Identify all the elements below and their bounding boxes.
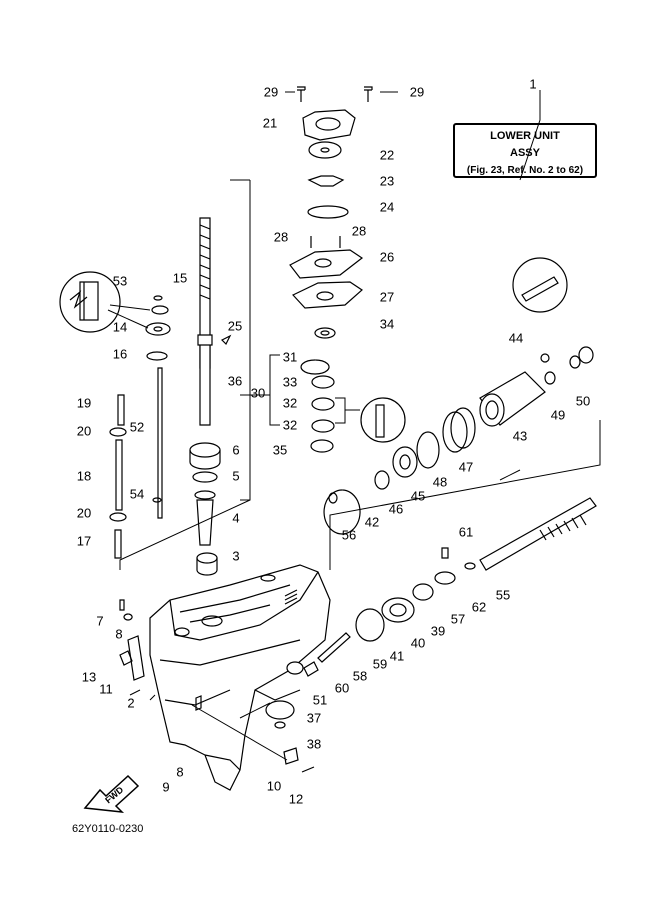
part-number-label: 55: [495, 587, 511, 603]
assy-box-reference: (Fig. 23, Ref. No. 2 to 62): [466, 165, 584, 176]
part-number-label: 25: [227, 318, 243, 334]
assy-box-subtitle: ASSY: [510, 147, 540, 159]
part-number-label: 11: [99, 681, 113, 697]
part-number-label: 20: [76, 505, 92, 521]
part-number-label: 13: [81, 669, 97, 685]
part-number-label: 38: [306, 736, 322, 752]
part-number-label: 7: [96, 613, 104, 629]
part-number-label: 60: [334, 680, 350, 696]
part-number-label: 18: [76, 468, 92, 484]
part-number-label: 51: [312, 692, 328, 708]
part-number-label: 4: [232, 510, 240, 526]
part-number-label: 59: [372, 656, 388, 672]
part-number-label: 56: [341, 527, 357, 543]
part-number-label: 54: [129, 486, 145, 502]
part-number-label: 14: [112, 319, 128, 335]
part-number-label: 16: [112, 346, 128, 362]
part-number-label: 62: [471, 599, 487, 615]
part-number-label: 40: [410, 635, 426, 651]
part-number-label: 8: [115, 626, 123, 642]
part-number-label: 32: [282, 395, 298, 411]
part-number-label: 52: [129, 419, 145, 435]
part-number-label: 45: [410, 488, 426, 504]
part-number-label: 10: [266, 778, 282, 794]
part-number-label: 42: [364, 514, 380, 530]
part-number-label: 3: [232, 548, 240, 564]
assy-box-title: LOWER UNIT: [490, 130, 560, 142]
part-number-label: 35: [272, 442, 288, 458]
part-number-label: 58: [352, 668, 368, 684]
part-number-label: 19: [76, 395, 92, 411]
part-number-label: 49: [550, 407, 566, 423]
part-number-label: 50: [575, 393, 591, 409]
part-number-label: 47: [458, 459, 474, 475]
part-number-label: 33: [282, 374, 298, 390]
part-number-label: 27: [379, 289, 395, 305]
lower-case-body: [149, 564, 331, 791]
part-number-label: 15: [172, 270, 188, 286]
drawing-code: 62Y0110-0230: [72, 823, 144, 835]
part-number-label: 21: [262, 115, 278, 131]
forward-arrow: [83, 774, 140, 813]
part-number-label: 31: [282, 349, 298, 365]
part-number-label: 9: [162, 779, 170, 795]
part-number-label: 61: [458, 524, 474, 540]
part-number-label: 28: [351, 223, 367, 239]
part-number-label: 36: [227, 373, 243, 389]
part-number-label: 12: [288, 791, 304, 807]
water-pump-housing: [289, 86, 373, 339]
part-number-label: 32: [282, 417, 298, 433]
part-number-label: 53: [112, 273, 128, 289]
part-number-label: 26: [379, 249, 395, 265]
propeller-shaft-parts: [265, 257, 597, 773]
drive-shaft: [189, 217, 232, 576]
part-number-label: 20: [76, 423, 92, 439]
part-number-label: 8: [176, 764, 184, 780]
lower-unit-assy-box: LOWER UNIT ASSY (Fig. 23, Ref. No. 2 to …: [453, 123, 597, 178]
leader-lines: [107, 90, 601, 761]
part-number-label: 44: [508, 330, 524, 346]
part-number-label: 22: [379, 147, 395, 163]
part-number-label: 5: [232, 468, 240, 484]
part-number-label: 39: [430, 623, 446, 639]
part-number-label: 48: [432, 474, 448, 490]
part-number-label: 57: [450, 611, 466, 627]
part-number-label: 30: [250, 385, 266, 401]
part-number-label: 24: [379, 199, 395, 215]
part-number-label: 28: [273, 229, 289, 245]
part-number-label: 29: [263, 84, 279, 100]
part-number-label: 43: [512, 428, 528, 444]
part-number-label: 37: [306, 710, 322, 726]
part-number-label: 6: [232, 442, 240, 458]
part-number-label: 17: [76, 533, 92, 549]
part-number-label: 34: [379, 316, 395, 332]
left-side-parts: [59, 271, 171, 681]
part-number-label: 46: [388, 501, 404, 517]
part-number-label: 29: [409, 84, 425, 100]
part-number-label: 2: [127, 695, 135, 711]
assy-ref-number: 1: [529, 76, 537, 92]
part-number-label: 41: [389, 648, 405, 664]
part-number-label: 23: [379, 173, 395, 189]
